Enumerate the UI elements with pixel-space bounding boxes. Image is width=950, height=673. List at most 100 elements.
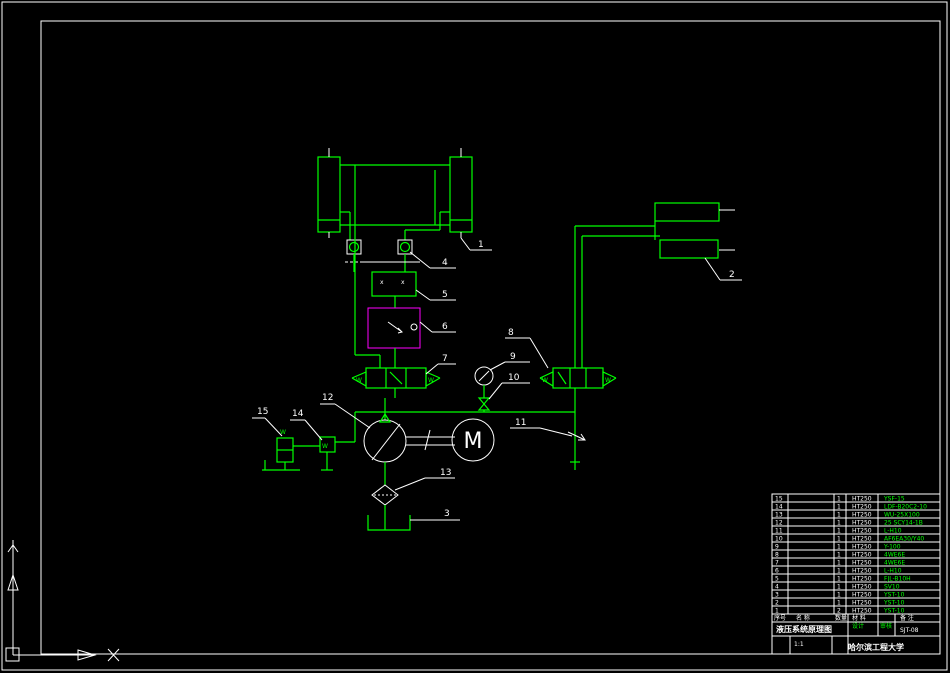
svg-text:W: W [280, 429, 286, 436]
title-block-cell-code: AF6EA30/Y40 [884, 536, 924, 543]
title-block-cell-code: YSF-15 [883, 496, 905, 503]
title-block-cell-code: L-H10 [884, 568, 902, 575]
title-block-cell-mat: HT250 [852, 544, 872, 551]
title-block-cell-mat: HT250 [852, 560, 872, 567]
directional-valve-7: W W [351, 367, 441, 398]
title-block-cell-code: 25 SCY14-1B [884, 520, 923, 527]
motor-label: M [464, 429, 483, 454]
label-2: 2 [729, 270, 735, 280]
tb-header-code: 备 注 [900, 614, 914, 622]
valve-5: x x [371, 271, 417, 308]
title-block-cell-qty: 1 [837, 512, 841, 519]
pump-12 [363, 412, 455, 463]
title-block-cell-qty: 1 [837, 520, 841, 527]
title-block-cell-qty: 1 [837, 560, 841, 567]
label-1: 1 [478, 240, 484, 250]
tb-header-qty: 数量 [835, 614, 847, 622]
title-block-cell-qty: 1 [837, 544, 841, 551]
title-block-cell-qty: 1 [837, 576, 841, 583]
title-block-cell-code: LDF-B20C2-10 [884, 504, 927, 511]
filter-13 [371, 462, 399, 530]
title-block-cell-no: 7 [775, 560, 779, 567]
title-block-cell-no: 4 [775, 584, 779, 591]
tb-header-mat: 材 料 [852, 614, 866, 622]
title-block-cell-code: FJL-B10H [884, 576, 911, 583]
label-12: 12 [322, 393, 333, 403]
label-6: 6 [442, 322, 448, 332]
valve-15: W [262, 429, 320, 471]
label-11: 11 [515, 418, 526, 428]
title-block-cell-mat: HT250 [852, 576, 872, 583]
title-block-cell-qty: 1 [837, 528, 841, 535]
title-block-cell-code: L-H10 [884, 528, 902, 535]
title-block-cell-no: 13 [775, 512, 783, 519]
label-14: 14 [292, 409, 304, 419]
label-9: 9 [510, 352, 516, 362]
title-block-cell-mat: HT250 [852, 568, 872, 575]
tb-drawing-no: SJT-08 [900, 627, 919, 634]
directional-valve-8: W W [539, 367, 617, 389]
tb-scale: 1:1 [794, 641, 804, 648]
cylinder-2 [574, 202, 735, 368]
check-valves-4 [340, 211, 450, 272]
title-block-cell-mat: HT250 [852, 528, 872, 535]
title-block-cell-qty: 1 [837, 536, 841, 543]
label-4: 4 [442, 258, 448, 268]
flow-valve-6 [367, 307, 421, 368]
title-block-cell-no: 12 [775, 520, 783, 527]
electric-motor: M [451, 418, 495, 462]
title-block-cell-mat: HT250 [852, 600, 872, 607]
tb-school: 哈尔滨工程大学 [848, 642, 904, 652]
label-13: 13 [440, 468, 451, 478]
title-block-cell-code: YST-10 [883, 600, 905, 607]
tb-header-no: 序号 [774, 614, 786, 622]
title-block-cell-qty: 1 [837, 504, 841, 511]
inner-frame [40, 20, 941, 655]
svg-text:W: W [428, 377, 434, 384]
title-block-cell-mat: HT250 [852, 536, 872, 543]
title-block-cell-no: 2 [775, 600, 779, 607]
leader-lines [252, 237, 742, 521]
svg-text:W: W [356, 377, 362, 384]
tb-drawing-title: 液压系统原理图 [776, 624, 832, 634]
title-block-cell-code: YST-10 [883, 592, 905, 599]
title-block-cell-no: 10 [775, 536, 783, 543]
title-block-cell-qty: 1 [837, 584, 841, 591]
title-block-cell-qty: 1 [837, 592, 841, 599]
title-block-cell-no: 5 [775, 576, 779, 583]
title-block-cell-no: 1 [775, 608, 779, 615]
title-block-cell-mat: HT250 [852, 592, 872, 599]
title-block-cell-qty: 1 [837, 552, 841, 559]
tb-checker: 审核 [880, 622, 892, 630]
label-7: 7 [442, 354, 448, 364]
title-block-cell-mat: HT250 [852, 504, 872, 511]
title-block-cell-code: SV10 [884, 584, 900, 591]
tb-designer: 设计 [852, 622, 864, 630]
title-block-cell-no: 9 [775, 544, 779, 551]
title-block-cell-qty: 1 [837, 600, 841, 607]
label-15: 15 [257, 407, 268, 417]
pressure-gauge-9 [474, 366, 494, 412]
tank-3 [367, 515, 411, 531]
title-block-cell-no: 8 [775, 552, 779, 559]
svg-text:x: x [401, 279, 405, 286]
title-block-cell-mat: HT250 [852, 520, 872, 527]
cylinder-1 [317, 148, 473, 238]
title-block-cell-mat: HT250 [852, 584, 872, 591]
title-block-cell-mat: HT250 [852, 512, 872, 519]
label-5: 5 [442, 290, 448, 300]
title-block-cell-no: 6 [775, 568, 779, 575]
label-3: 3 [444, 509, 450, 519]
svg-text:W: W [542, 377, 548, 384]
title-block-cell-mat: HT250 [852, 552, 872, 559]
throttle-valve-11 [567, 431, 586, 441]
svg-text:W: W [322, 443, 328, 450]
title-block-cell-qty: 2 [837, 608, 841, 615]
title-block-cell-code: 4WE6E [884, 560, 905, 567]
title-block-cell-mat: HT250 [852, 608, 872, 615]
title-block-cell-qty: 1 [837, 568, 841, 575]
